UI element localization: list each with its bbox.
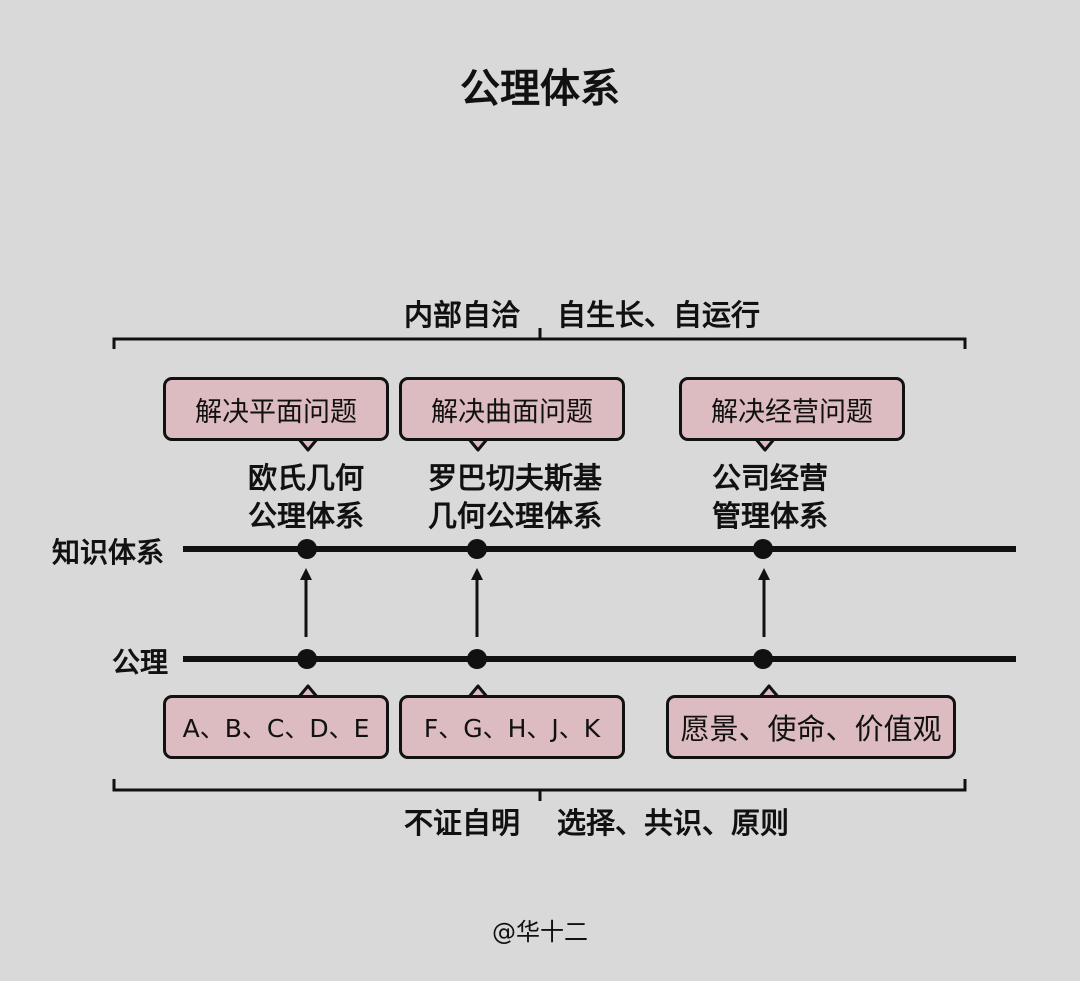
- axiom-dot-3: [753, 649, 773, 669]
- system-label-1-line2: 公理体系: [247, 499, 364, 533]
- system-label-2: 罗巴切夫斯基 几何公理体系: [405, 459, 625, 535]
- axiom-dot-1: [297, 649, 317, 669]
- problem-bubble-2: 解决曲面问题: [399, 377, 625, 441]
- bottom-bracket-left-text: 不证自明: [403, 806, 520, 840]
- axiom-bubble-3: 愿景、使命、价值观: [666, 695, 956, 759]
- bottom-bracket-right-text: 选择、共识、原则: [557, 806, 790, 840]
- system-label-2-line1: 罗巴切夫斯基: [427, 461, 602, 495]
- problem-bubble-3: 解决经营问题: [679, 377, 905, 441]
- system-label-3-line1: 公司经营: [711, 461, 828, 495]
- system-label-3: 公司经营 管理体系: [670, 459, 870, 535]
- author-credit: @华十二: [492, 918, 588, 946]
- knowledge-dot-1: [297, 539, 317, 559]
- knowledge-dot-2: [467, 539, 487, 559]
- row-label-axiom: 公理: [112, 646, 169, 679]
- knowledge-dot-3: [753, 539, 773, 559]
- arrow-1: [300, 568, 312, 637]
- system-label-1: 欧氏几何 公理体系: [206, 459, 406, 535]
- top-bracket-left-text: 内部自洽: [403, 298, 520, 332]
- arrow-3: [758, 568, 770, 637]
- system-label-2-line2: 几何公理体系: [427, 499, 602, 533]
- system-label-1-line1: 欧氏几何: [247, 461, 364, 495]
- bottom-bracket: [112, 779, 967, 792]
- row-label-knowledge: 知识体系: [52, 536, 165, 569]
- top-bracket: [112, 337, 967, 349]
- system-label-3-line2: 管理体系: [711, 499, 828, 533]
- axiom-bubble-2: F、G、H、J、K: [399, 695, 625, 759]
- axiom-bubble-1: A、B、C、D、E: [163, 695, 389, 759]
- diagram-title: 公理体系: [460, 65, 620, 112]
- top-bracket-right-text: 自生长、自运行: [557, 298, 761, 332]
- problem-bubble-1: 解决平面问题: [163, 377, 389, 441]
- arrow-2: [471, 568, 483, 637]
- axiom-dot-2: [467, 649, 487, 669]
